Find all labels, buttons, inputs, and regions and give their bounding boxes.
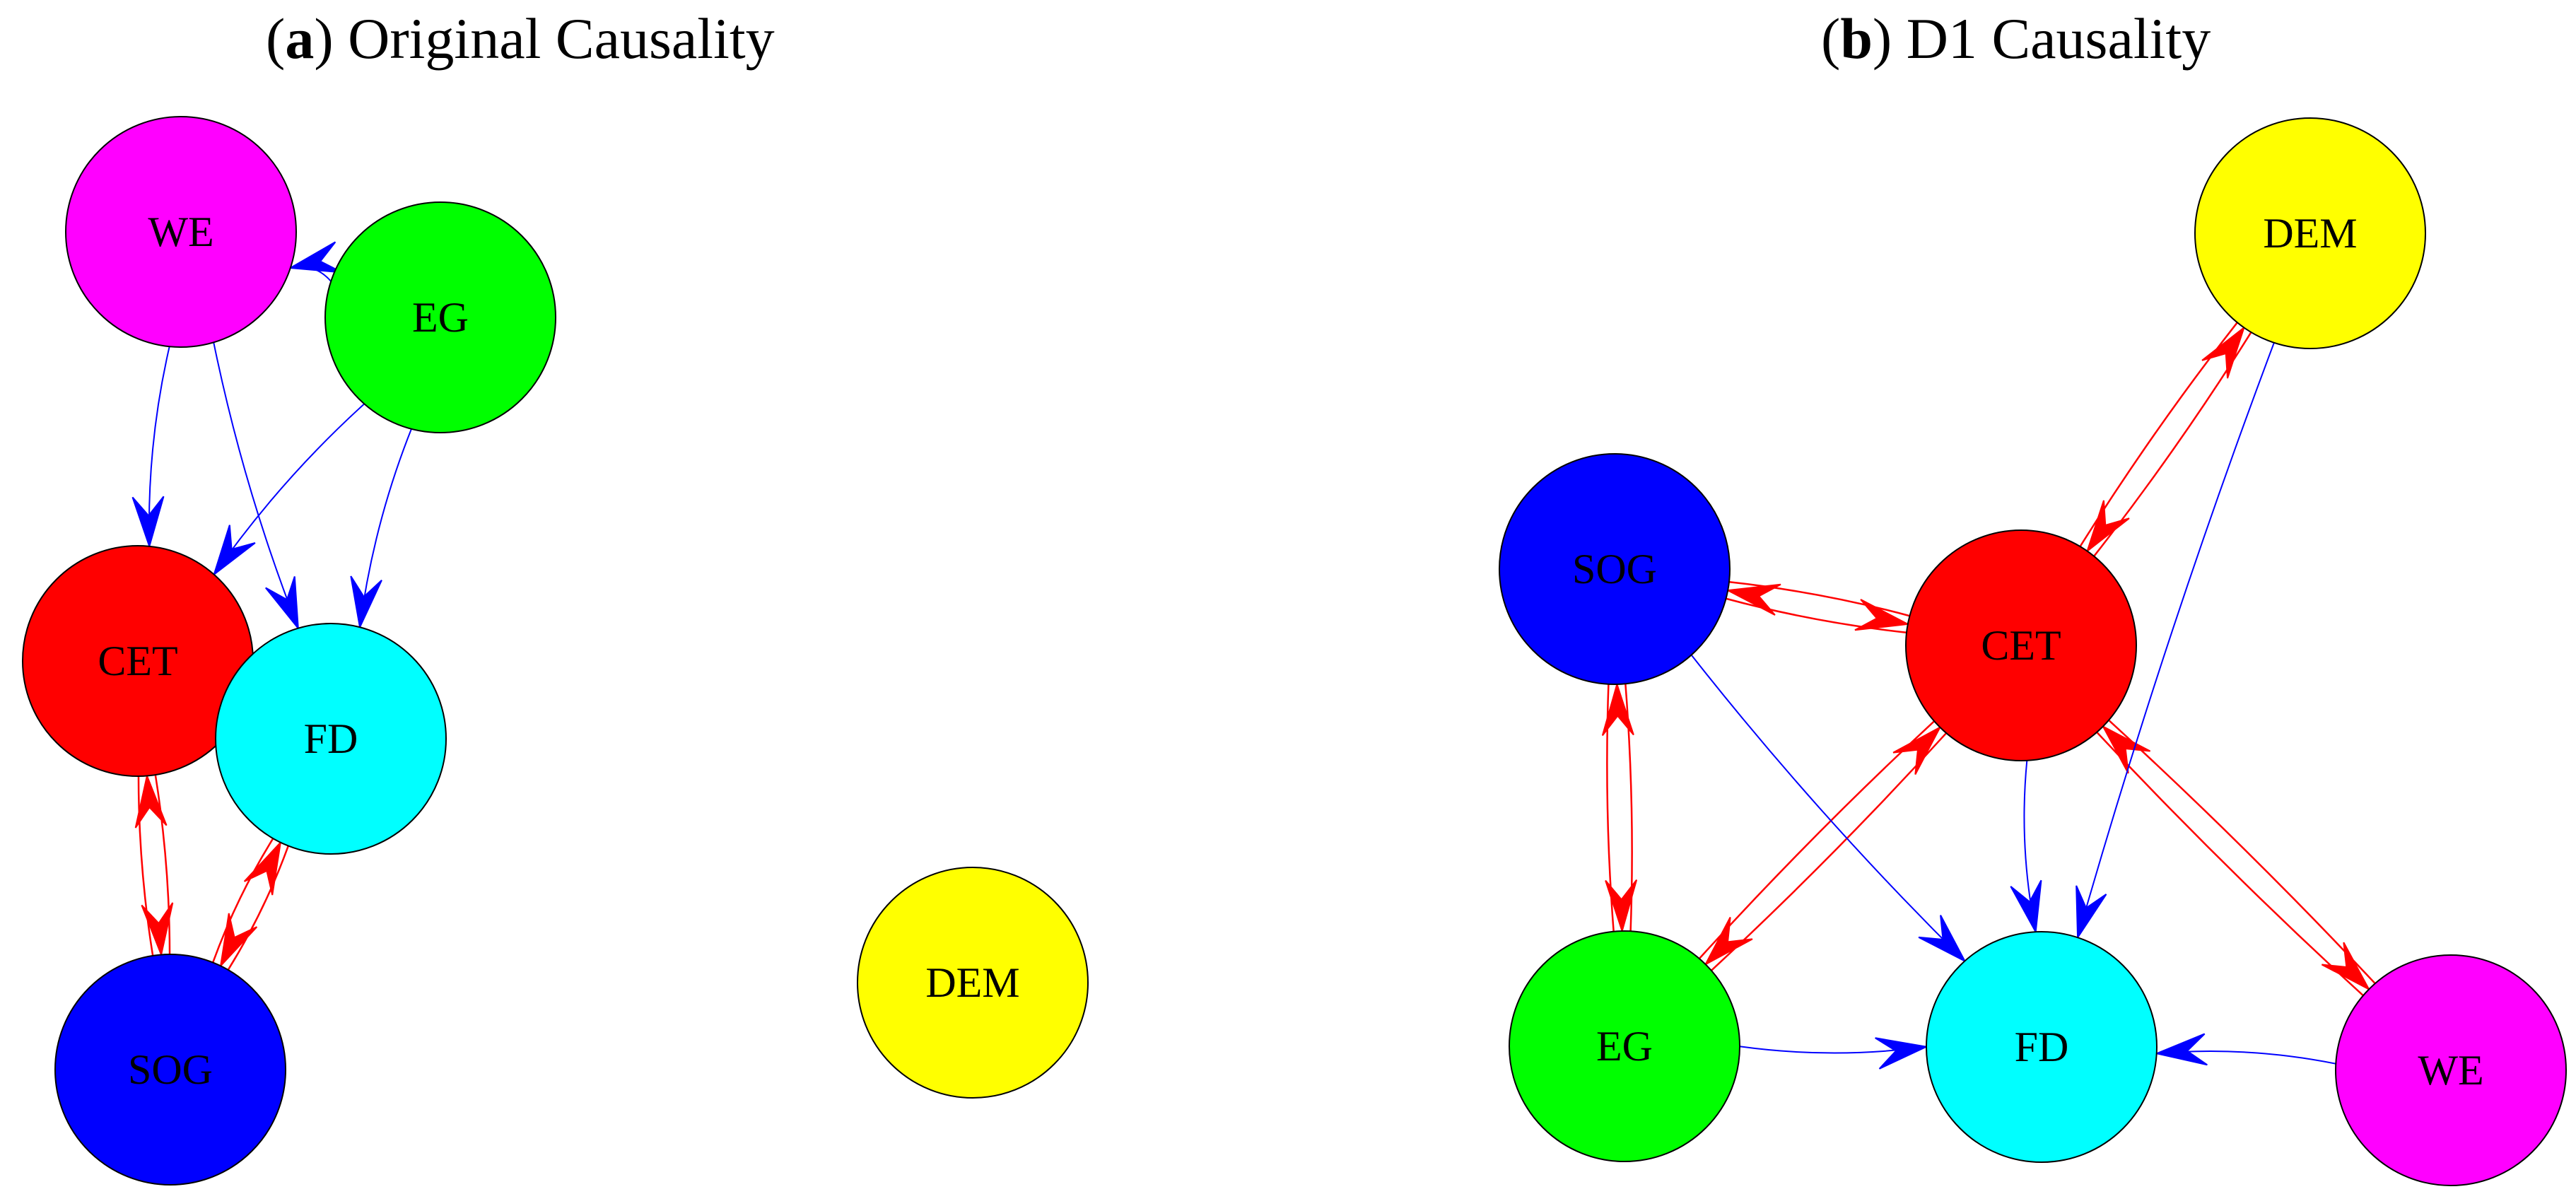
edge-b-eg-fd	[1739, 1037, 1929, 1070]
panel-b-graph: DEM SOG CET EG FD WE	[1499, 117, 2567, 1186]
node-label-a-eg: EG	[412, 294, 469, 341]
node-a-cet: CET	[22, 545, 254, 777]
node-b-eg: EG	[1509, 930, 1740, 1162]
panel-a-title: (a) Original Causality	[266, 6, 775, 71]
node-a-dem: DEM	[857, 867, 1089, 1099]
edge-a-we-cet	[131, 346, 170, 549]
node-label-b-fd: FD	[2015, 1024, 2069, 1070]
node-label-b-dem: DEM	[2263, 210, 2357, 257]
node-label-a-we: WE	[148, 209, 213, 255]
edge-b-cet-eg	[1699, 720, 1947, 971]
panel-a-title-text: Original Causality	[348, 6, 775, 71]
panel-a-letter: a	[285, 6, 315, 71]
node-a-we: WE	[65, 116, 297, 348]
edge-a-cet-sog	[134, 773, 174, 957]
panel-b-title: (b) D1 Causality	[1821, 6, 2211, 71]
node-label-a-cet: CET	[98, 638, 177, 684]
edge-a-fd-sog	[212, 838, 289, 971]
edge-a-eg-cet	[212, 403, 365, 577]
node-b-fd: FD	[1926, 931, 2158, 1163]
edge-b-sog-eg	[1601, 681, 1638, 934]
node-label-a-sog: SOG	[128, 1046, 213, 1093]
node-label-a-fd: FD	[304, 715, 358, 762]
node-b-cet: CET	[1905, 529, 2137, 761]
edge-b-cet-we	[2096, 720, 2376, 996]
edge-b-sog-fd	[1690, 654, 1967, 963]
edge-a-eg-fd	[350, 428, 412, 630]
panel-b-title-text: D1 Causality	[1906, 6, 2211, 71]
edge-a-eg-we	[288, 241, 343, 282]
edge-b-sog-cet	[1725, 581, 1911, 633]
panel-a-graph: WE EG CET FD SOG DEM	[22, 116, 1089, 1186]
node-label-b-sog: SOG	[1572, 546, 1657, 592]
edge-a-we-fd	[213, 342, 299, 631]
edge-b-dem-fd	[2076, 342, 2275, 940]
node-label-b-we: WE	[2418, 1047, 2483, 1094]
node-label-a-dem: DEM	[925, 959, 1019, 1006]
node-b-we: WE	[2335, 954, 2567, 1186]
edge-b-cet-dem	[2079, 322, 2252, 557]
panel-b-letter: b	[1840, 6, 1873, 71]
node-b-dem: DEM	[2194, 117, 2426, 349]
node-b-sog: SOG	[1499, 453, 1731, 685]
node-a-sog: SOG	[54, 954, 286, 1186]
edge-b-we-fd	[2154, 1033, 2336, 1066]
node-label-b-eg: EG	[1596, 1023, 1653, 1070]
node-a-eg: EG	[324, 201, 556, 433]
node-a-fd: FD	[215, 623, 447, 855]
node-label-b-cet: CET	[1981, 622, 2061, 669]
edge-b-cet-fd	[2010, 760, 2042, 935]
